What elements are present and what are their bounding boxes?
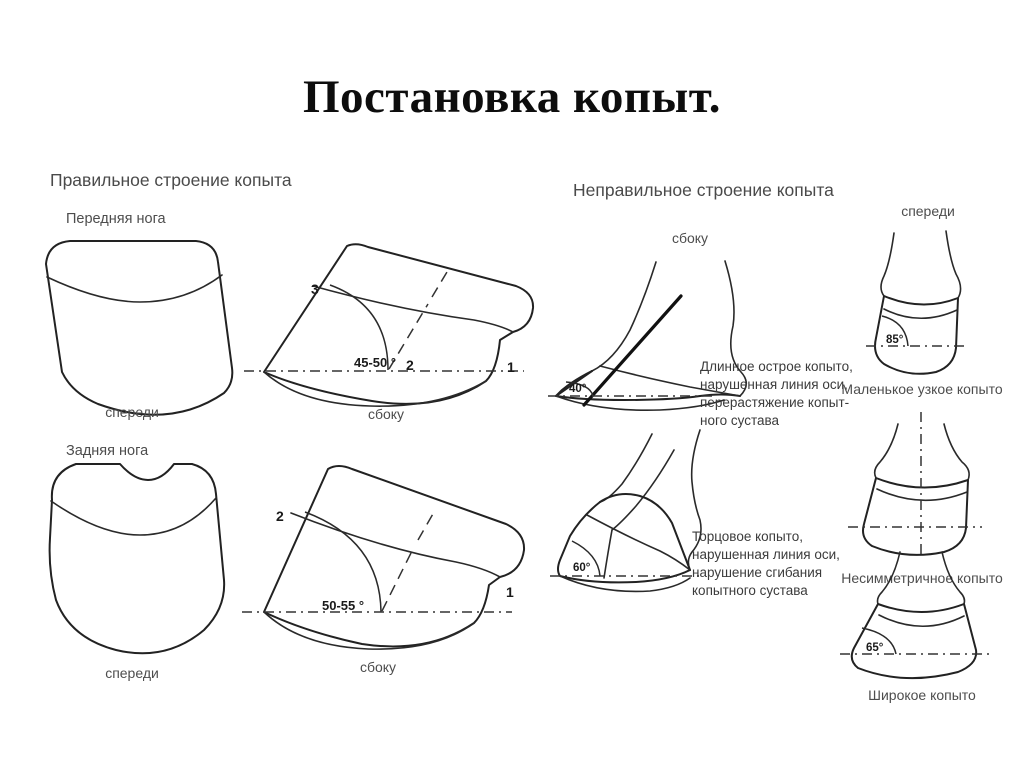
incorrect-side-column-caption: сбоку (672, 230, 708, 246)
front-leg-marker-2: 2 (406, 357, 414, 373)
page-title: Постановка копыт. (303, 71, 721, 123)
incorrect-front-case-2-caption: Несимметричное копыто (841, 570, 1003, 586)
hind-leg-label: Задняя нога (66, 443, 149, 459)
incorrect-front-case-1-caption: Маленькое узкое копыто (841, 381, 1002, 397)
hind-leg-marker-1: 1 (506, 584, 514, 600)
incorrect-case-2-line-4: копытного сустава (692, 583, 808, 598)
front-leg-marker-3: 3 (311, 281, 319, 297)
incorrect-case-2-line-3: нарушение сгибания (692, 565, 822, 580)
incorrect-front-case-2 (848, 412, 982, 556)
correct-section-heading: Правильное строение копыта (50, 170, 292, 190)
incorrect-section-heading: Неправильное строение копыта (573, 180, 834, 200)
hind-leg-front-caption: спереди (105, 665, 159, 681)
incorrect-side-case-2 (550, 429, 702, 593)
hind-leg-front-view (48, 463, 226, 655)
hind-leg-angle-label: 50-55 ° (322, 598, 364, 613)
incorrect-front-case-3 (840, 551, 990, 680)
incorrect-front-column-caption: спереди (901, 203, 955, 219)
incorrect-front-case-3-caption: Широкое копыто (868, 687, 976, 703)
incorrect-front-case-1 (866, 230, 966, 375)
front-leg-side-caption: сбоку (368, 406, 404, 422)
front-leg-marker-1: 1 (507, 359, 515, 375)
incorrect-case-2-line-1: Торцовое копыто, (692, 529, 803, 544)
incorrect-front-case-1-angle: 85° (886, 334, 904, 346)
front-leg-angle-label: 45-50 ° (354, 355, 396, 370)
front-leg-side-view (244, 243, 535, 407)
incorrect-front-case-3-angle: 65° (866, 642, 884, 654)
front-leg-front-view (45, 240, 234, 416)
incorrect-case-2-line-2: нарушенная линия оси, (692, 547, 840, 562)
hind-leg-side-view (242, 465, 526, 650)
front-leg-label: Передняя нога (66, 211, 167, 227)
incorrect-case-1-line-3: перерастяжение копыт- (700, 395, 849, 410)
incorrect-side-case-1 (548, 260, 748, 412)
incorrect-case-1-line-1: Длинное острое копыто, (700, 359, 853, 374)
incorrect-case-1-line-2: нарушенная линия оси, (700, 377, 848, 392)
hind-leg-side-caption: сбоку (360, 659, 396, 675)
front-leg-front-caption: спереди (105, 404, 159, 420)
incorrect-case-1-line-4: ного сустава (700, 413, 780, 428)
incorrect-case-2-angle: 60° (573, 562, 591, 574)
hind-leg-marker-2: 2 (276, 508, 284, 524)
incorrect-case-1-angle: 40° (569, 383, 587, 395)
